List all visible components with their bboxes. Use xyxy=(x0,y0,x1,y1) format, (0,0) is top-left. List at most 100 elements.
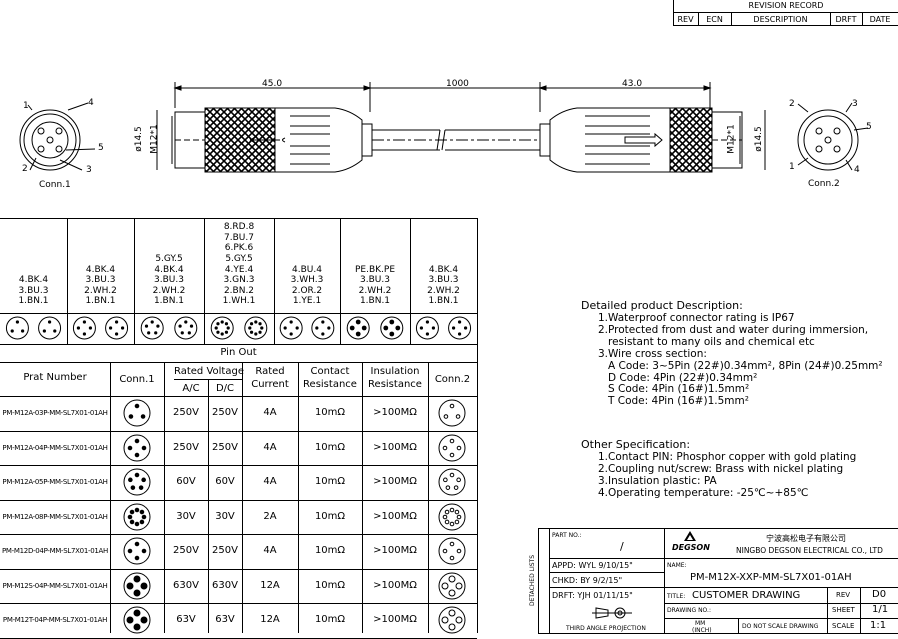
logo-text: DEGSON xyxy=(672,543,710,552)
ac-voltage-cell: 630V xyxy=(173,579,199,591)
pin-color-label: 6.PK.6 xyxy=(224,243,254,254)
part-number-cell: PM-M12A-03P-MM-SL7X01-01AH xyxy=(2,409,108,418)
dim-center-label: 1000 xyxy=(446,79,469,89)
rated-current-cell: 12A xyxy=(260,614,280,626)
conn1-face-icon xyxy=(123,434,151,461)
header-rated-voltage: Rated Voltage xyxy=(174,366,244,377)
insulation-resistance-cell: >100MΩ xyxy=(373,579,417,591)
dc-voltage-cell: 63V xyxy=(215,614,235,626)
pin-color-label: 2.WH.2 xyxy=(84,285,117,296)
dim-right-label: 43.0 xyxy=(622,79,643,89)
pin-color-label: 3.BU.3 xyxy=(18,285,49,296)
part-no-label: PART NO.: xyxy=(552,532,582,539)
degson-logo xyxy=(684,531,696,541)
other-spec-line: 2.Coupling nut/screw: Brass with nickel … xyxy=(598,463,844,475)
contact-resistance-cell: 10mΩ xyxy=(314,407,346,419)
pin-color-label: 3.BU.3 xyxy=(85,275,116,286)
name-label: NAME: xyxy=(667,562,687,569)
projection-symbol xyxy=(590,606,634,620)
description-line: D Code: 4Pin (22#)0.34mm² xyxy=(598,371,758,384)
dc-voltage-cell: 250V xyxy=(212,441,238,453)
contact-resistance-cell: 10mΩ xyxy=(314,476,346,488)
pin-face-icon xyxy=(415,316,472,340)
pin-color-label: 2.BN.2 xyxy=(223,285,255,296)
pin-color-label: 3.BU.3 xyxy=(154,275,184,286)
pin-color-label: 2.WH.2 xyxy=(152,285,186,296)
dc-voltage-cell: 250V xyxy=(212,407,238,419)
ac-voltage-cell: 30V xyxy=(176,510,196,522)
pin-color-label: 1.BN.1 xyxy=(359,296,391,307)
pin-color-label: 4.BK.4 xyxy=(428,264,459,275)
pin-color-label: 1.BN.1 xyxy=(18,296,49,307)
rated-current-cell: 4A xyxy=(263,476,277,488)
header-contact-1: Contact xyxy=(310,366,350,377)
pin-face-icon xyxy=(279,316,335,340)
dc-voltage-cell: 30V xyxy=(215,510,235,522)
projection-label: THIRD ANGLE PROJECTION xyxy=(566,625,646,632)
conn1-pin-4: 4 xyxy=(88,98,94,108)
insulation-resistance-cell: >100MΩ xyxy=(373,441,417,453)
revision-col-ecn: ECN xyxy=(706,15,723,24)
conn2-pin-2: 2 xyxy=(789,99,795,109)
pin-face-icon xyxy=(5,316,62,340)
header-part-number: Prat Number xyxy=(23,372,87,383)
rated-current-cell: 4A xyxy=(263,441,277,453)
pin-color-label: 1.BN.1 xyxy=(428,296,459,307)
conn2-face-icon xyxy=(438,503,466,530)
rated-current-cell: 4A xyxy=(263,407,277,419)
contact-resistance-cell: 10mΩ xyxy=(314,614,346,626)
ac-voltage-cell: 250V xyxy=(173,407,199,419)
ac-voltage-cell: 60V xyxy=(176,476,196,488)
pin-face-icon xyxy=(72,316,129,340)
description-line: 2.Protected from dust and water during i… xyxy=(598,323,869,336)
no-scale-label: DO NOT SCALE DRAWING xyxy=(742,623,819,630)
appd: APPD: WYL 9/10/15" xyxy=(552,561,633,570)
header-conn1: Conn.1 xyxy=(119,374,155,385)
rated-current-cell: 12A xyxy=(260,579,280,591)
pin-color-label: 5.GY.5 xyxy=(155,254,183,264)
conn2-face-icon xyxy=(438,434,466,461)
revision-col-date: DATE xyxy=(869,15,891,24)
revision-col-description: DESCRIPTION xyxy=(753,15,808,24)
pin-color-label: 8.RD.8 xyxy=(223,222,255,233)
pin-face-icon xyxy=(346,316,404,340)
pin-color-label: 2.OR.2 xyxy=(291,285,323,296)
conn2-face-icon xyxy=(438,606,466,634)
part-number-cell: PM-M12A-08P-MM-SL7X01-01AH xyxy=(2,512,108,521)
left-diameter-label: ø14.5 xyxy=(133,126,144,152)
part-number-cell: PM-M12S-04P-MM-SL7X01-01AH xyxy=(2,581,108,590)
conn2-face-icon xyxy=(438,468,466,496)
conn2-face-icon xyxy=(438,572,466,599)
pin-color-label: 5.GY.5 xyxy=(225,254,253,264)
part-number-cell: PM-M12D-04P-MM-SL7X01-01AH xyxy=(2,547,108,556)
other-spec-line: 1.Contact PIN: Phosphor copper with gold… xyxy=(598,451,857,463)
header-ac: A/C xyxy=(182,383,200,394)
pin-color-label: PE.BK.PE xyxy=(354,264,396,275)
conn1-label: Conn.1 xyxy=(39,180,71,190)
sheet-label: SHEET xyxy=(832,606,855,614)
pin-color-label: 3.WH.3 xyxy=(290,275,324,286)
contact-resistance-cell: 10mΩ xyxy=(314,545,346,557)
conn2-face-icon xyxy=(438,399,466,427)
part-number-cell: PM-M12A-04P-MM-SL7X01-01AH xyxy=(2,443,108,452)
pin-color-label: 3.GN.3 xyxy=(223,275,255,286)
dc-voltage-cell: 60V xyxy=(215,476,235,488)
header-conn2: Conn.2 xyxy=(434,374,471,385)
units-mm: MM xyxy=(695,620,706,627)
pin-color-label: 1.BN.1 xyxy=(153,296,185,307)
left-thread-label: M12*1 xyxy=(149,124,160,154)
chkd: CHKD: BY 9/2/15" xyxy=(552,576,623,585)
contact-resistance-cell: 10mΩ xyxy=(314,579,346,591)
pin-color-label: 4.BK.4 xyxy=(154,264,184,275)
description-title: Detailed product Description: xyxy=(581,299,743,312)
header-rated-current-2: Current xyxy=(251,379,289,390)
header-dc: D/C xyxy=(215,383,235,394)
revision-title: REVISION RECORD xyxy=(748,1,824,10)
insulation-resistance-cell: >100MΩ xyxy=(373,510,417,522)
ac-voltage-cell: 63V xyxy=(176,614,196,626)
part-no-value: / xyxy=(620,540,624,553)
description-line: 1.Waterproof connector rating is IP67 xyxy=(598,312,795,324)
conn1-pin-1: 1 xyxy=(23,101,29,111)
description-line: A Code: 3~5Pin (22#)0.34mm², 8Pin (24#)0… xyxy=(598,359,883,372)
ac-voltage-cell: 250V xyxy=(173,441,199,453)
